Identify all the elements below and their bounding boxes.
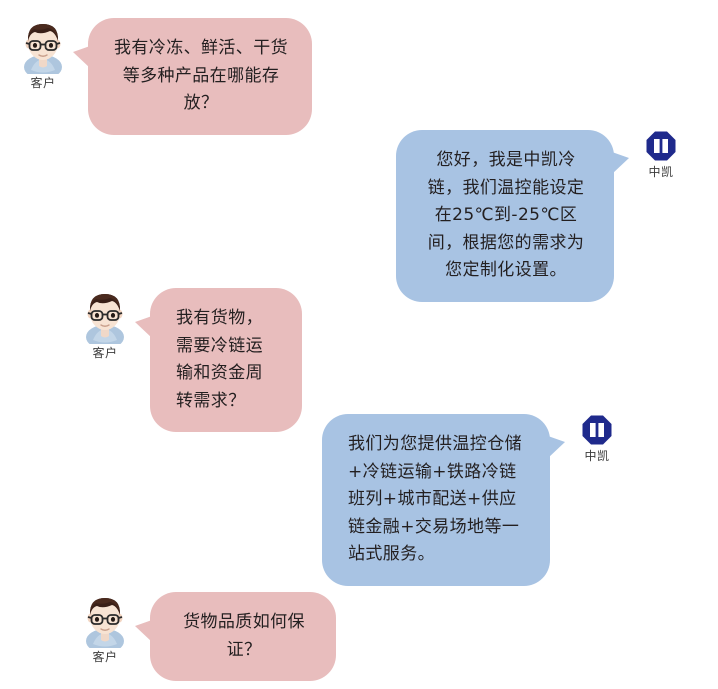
avatar-label-company: 中凯 (584, 449, 610, 463)
message-row-customer-3: 客户 货物品质如何保证？ (76, 592, 336, 682)
zhongkai-octagon-logo-icon (645, 130, 677, 162)
message-row-company-2: 我们为您提供温控仓储+冷链运输+铁路冷链班列+城市配送+供应链金融+交易场地等一… (322, 414, 626, 586)
avatar-label-customer: 客户 (92, 346, 118, 360)
avatar-label-customer: 客户 (92, 650, 118, 664)
message-row-company-1: 您好，我是中凯冷链，我们温控能设定在25℃到-25℃区间，根据您的需求为您定制化… (396, 130, 690, 302)
message-bubble-customer-3: 货物品质如何保证？ (135, 592, 336, 682)
message-bubble-company-1: 您好，我是中凯冷链，我们温控能设定在25℃到-25℃区间，根据您的需求为您定制化… (396, 130, 629, 302)
message-bubble-customer-1: 我有冷冻、鲜活、干货等多种产品在哪能存放？ (73, 18, 312, 135)
person-glasses-avatar-icon (79, 288, 131, 344)
avatar-customer-2: 客户 (76, 288, 134, 359)
message-bubble-company-2: 我们为您提供温控仓储+冷链运输+铁路冷链班列+城市配送+供应链金融+交易场地等一… (322, 414, 565, 586)
message-text: 我有冷冻、鲜活、干货等多种产品在哪能存放？ (114, 38, 288, 114)
message-bubble-customer-2: 我有货物，需要冷链运输和资金周转需求？ (135, 288, 302, 433)
message-row-customer-2: 客户 我有货物，需要冷链运输和资金周转需求？ (76, 288, 302, 433)
person-glasses-avatar-icon (17, 18, 69, 74)
avatar-customer-1: 客户 (14, 18, 72, 89)
person-glasses-avatar-icon (79, 592, 131, 648)
zhongkai-octagon-logo-icon (581, 414, 613, 446)
avatar-label-company: 中凯 (648, 165, 674, 179)
message-text: 我们为您提供温控仓储+冷链运输+铁路冷链班列+城市配送+供应链金融+交易场地等一… (348, 434, 522, 565)
avatar-company-2: 中凯 (568, 414, 626, 462)
avatar-company-1: 中凯 (632, 130, 690, 178)
message-text: 货物品质如何保证？ (183, 612, 305, 660)
avatar-label-customer: 客户 (30, 76, 56, 90)
message-text: 我有货物，需要冷链运输和资金周转需求？ (176, 308, 263, 411)
avatar-customer-3: 客户 (76, 592, 134, 663)
message-text: 您好，我是中凯冷链，我们温控能设定在25℃到-25℃区间，根据您的需求为您定制化… (427, 150, 585, 281)
message-row-customer-1: 客户 我有冷冻、鲜活、干货等多种产品在哪能存放？ (14, 18, 312, 135)
